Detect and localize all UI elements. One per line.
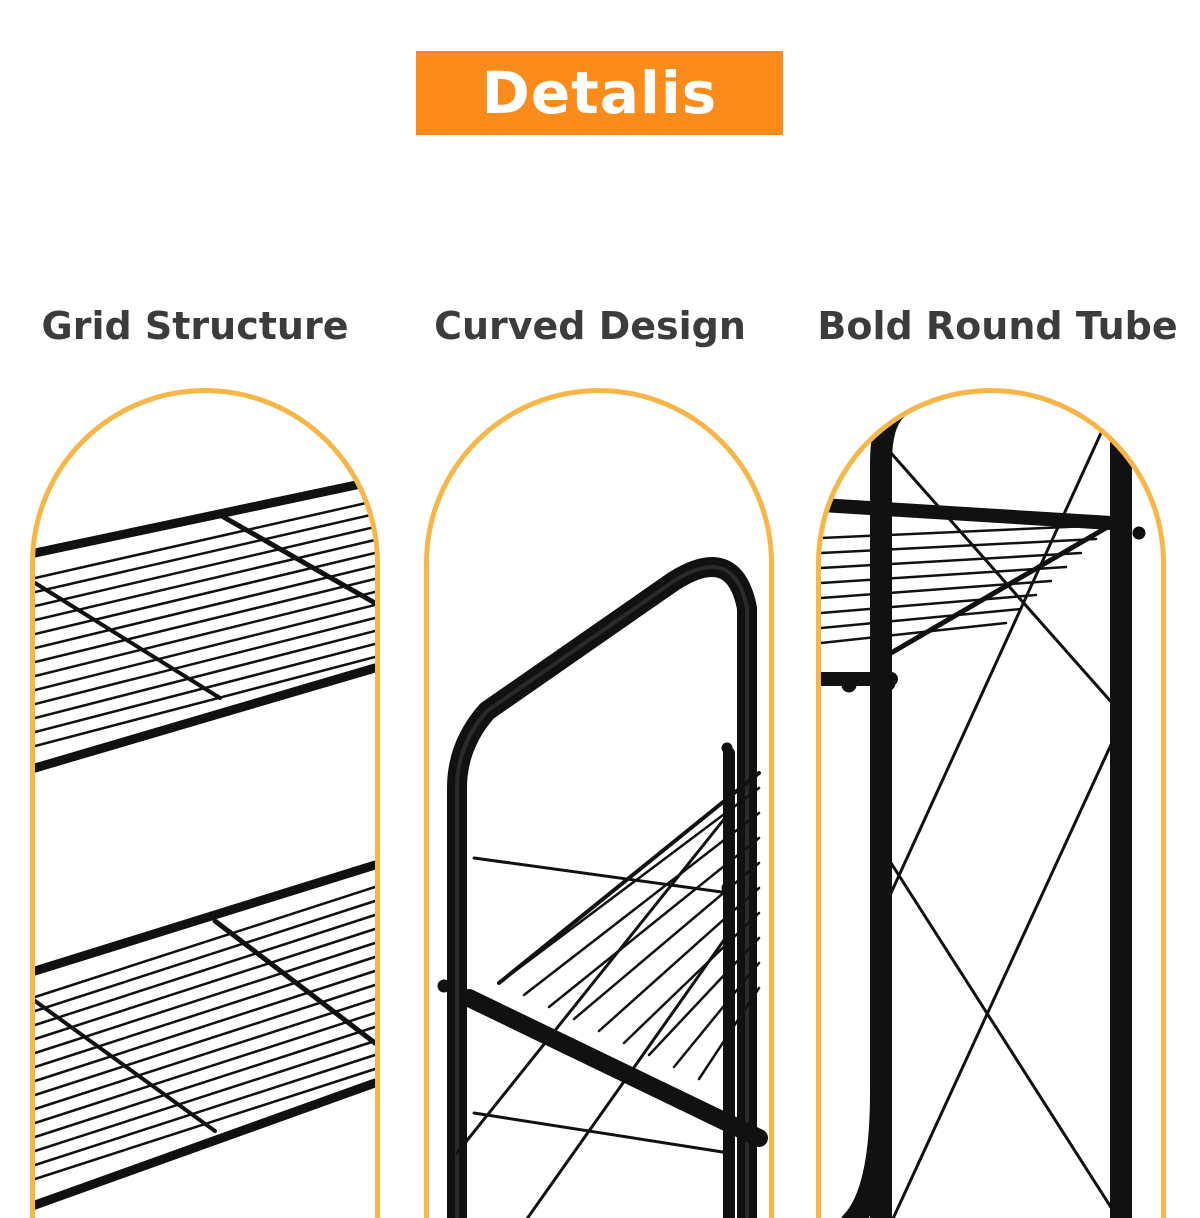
feature-label-bold-round-tube: Bold Round Tube (817, 304, 1178, 348)
feature-label-curved-design: Curved Design (434, 304, 746, 348)
lower-shelf (35, 860, 375, 1210)
detail-panel-grid-structure (30, 388, 380, 1218)
detail-panel-curved-design (424, 388, 774, 1218)
round-tube-illustration (821, 393, 1146, 1218)
detail-panel-bold-round-tube (816, 388, 1166, 1218)
grid-shelf-illustration (35, 476, 375, 1210)
feature-label-grid-structure: Grid Structure (41, 304, 349, 348)
upper-shelf (35, 476, 375, 773)
bold-tube-left (870, 393, 917, 1218)
header-title: Detalis (481, 59, 718, 127)
header-banner: Detalis (416, 51, 783, 135)
curved-frame-illustration (437, 557, 768, 1218)
